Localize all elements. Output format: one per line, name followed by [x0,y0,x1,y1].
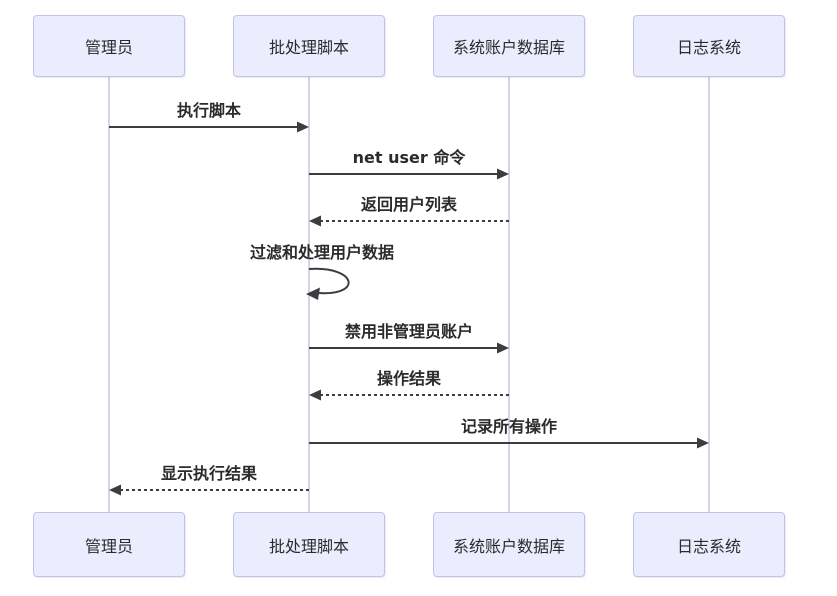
arrowhead-left-icon [306,287,320,300]
message-label-execute-script: 执行脚本 [176,101,242,120]
actor-top-log-system: 日志系统 [633,15,785,77]
message-label-show-execution-result: 显示执行结果 [160,464,258,483]
arrow-net-user-command [309,168,509,180]
actor-top-admin: 管理员 [33,15,185,77]
actor-top-batch-script: 批处理脚本 [233,15,385,77]
arrowhead-left-icon [309,389,321,401]
arrowhead-right-icon [297,121,309,133]
message-label-log-all-operations: 记录所有操作 [460,417,558,436]
arrow-operation-result [309,389,509,401]
arrow-show-execution-result [109,484,309,496]
message-label-filter-process-user-data: 过滤和处理用户数据 [249,243,395,262]
actor-bottom-system-account-db: 系统账户数据库 [433,512,585,577]
arrow-execute-script [109,121,309,133]
arrowhead-right-icon [497,168,509,180]
actor-bottom-log-system: 日志系统 [633,512,785,577]
actor-top-system-account-db: 系统账户数据库 [433,15,585,77]
arrowhead-right-icon [497,342,509,354]
arrow-disable-non-admin-accounts [309,342,509,354]
message-label-net-user-command: net user 命令 [352,148,466,167]
arrow-self-loop-filter-data [306,267,350,300]
self-loop-arc [308,267,350,295]
arrowhead-left-icon [309,215,321,227]
arrow-log-all-operations [309,437,709,449]
arrowhead-right-icon [697,437,709,449]
message-label-operation-result: 操作结果 [376,369,442,388]
message-label-return-user-list: 返回用户列表 [360,195,458,214]
arrowhead-left-icon [109,484,121,496]
arrow-return-user-list [309,215,509,227]
message-label-disable-non-admin: 禁用非管理员账户 [344,322,474,341]
actor-bottom-batch-script: 批处理脚本 [233,512,385,577]
actor-bottom-admin: 管理员 [33,512,185,577]
